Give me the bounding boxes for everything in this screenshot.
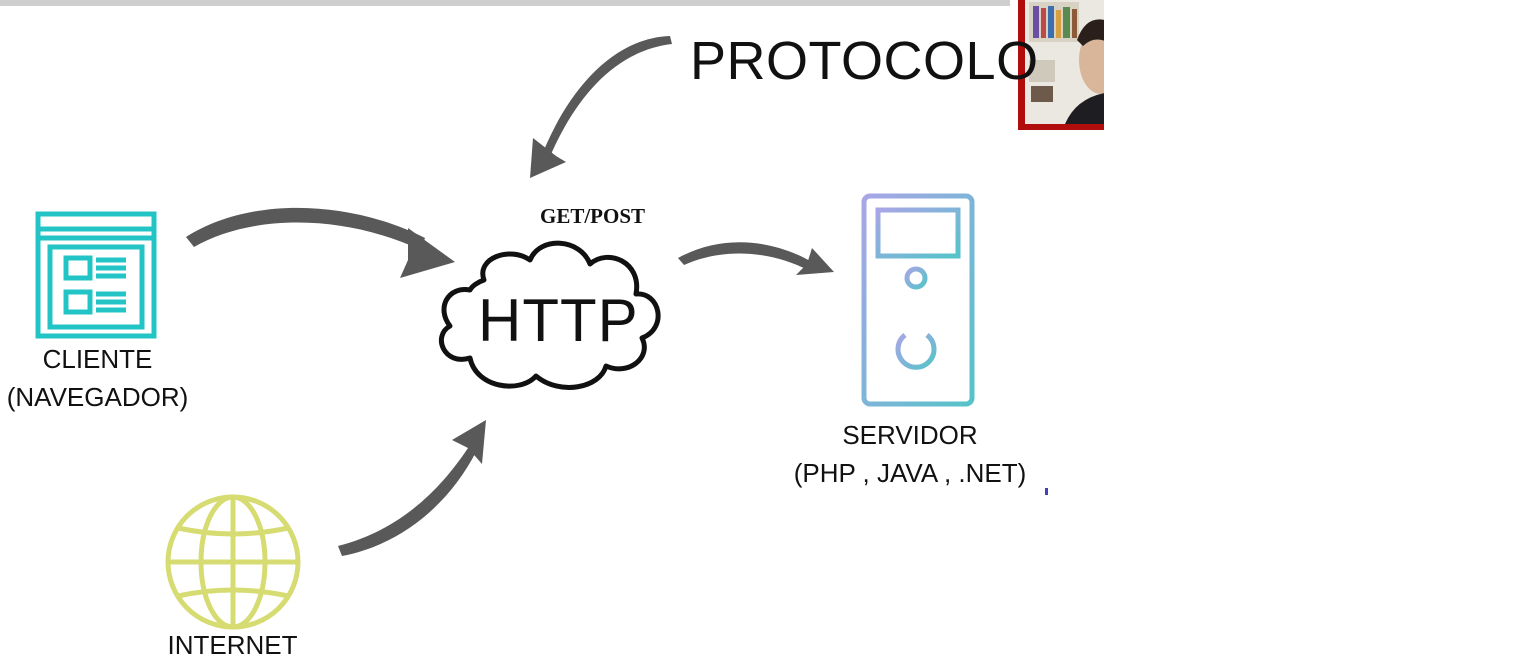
server-tower-icon [861, 193, 975, 407]
browser-window-icon [35, 211, 157, 339]
webcam-overlay [1018, 0, 1104, 130]
http-label: HTTP [478, 287, 639, 354]
server-caption: SERVIDOR (PHP , JAVA , .NET) [780, 416, 1040, 492]
top-progress-bar [0, 0, 1010, 6]
presenter-video [1025, 0, 1104, 124]
arrow-protocol-to-http [530, 36, 672, 178]
arrow-internet-to-http [338, 420, 486, 556]
arrow-client-to-http [186, 207, 455, 278]
server-sublabel: (PHP , JAVA , .NET) [793, 458, 1027, 488]
small-mark [1045, 488, 1048, 495]
cloud-icon [438, 240, 661, 390]
client-caption: CLIENTE (NAVEGADOR) [0, 340, 195, 416]
arrow-http-to-server [678, 242, 834, 275]
client-sublabel: (NAVEGADOR) [6, 382, 189, 412]
server-label: SERVIDOR [842, 420, 978, 450]
globe-icon [165, 494, 301, 630]
video-frame-image [1025, 0, 1104, 124]
internet-label: INTERNET [167, 630, 298, 660]
client-label: CLIENTE [42, 344, 153, 374]
method-label: GET/POST [540, 204, 646, 228]
protocol-label: PROTOCOLO [690, 31, 1039, 91]
